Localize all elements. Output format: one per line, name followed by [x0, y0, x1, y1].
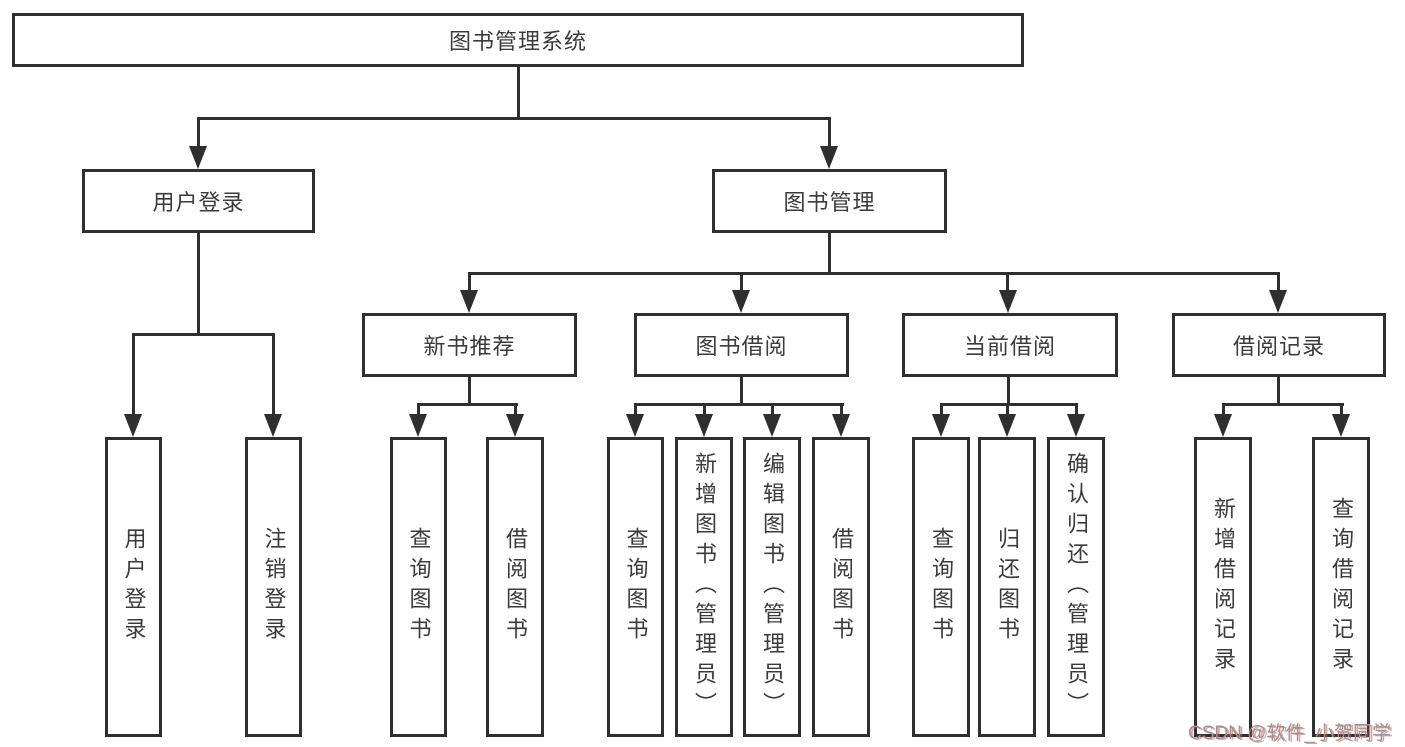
connector-line	[1007, 375, 1010, 405]
leaf-add-borrow-record: 新增借阅记录	[1194, 437, 1252, 737]
connector-line	[197, 117, 831, 120]
node-label: 用户登录	[121, 527, 147, 647]
leaf-query-books-borrowing: 查询图书	[607, 437, 664, 737]
leaf-edit-book-admin: 编辑图书（管理员）	[743, 437, 801, 737]
arrowhead-icon	[732, 290, 750, 313]
node-label: 用户登录	[152, 190, 245, 215]
connector-line	[634, 403, 637, 416]
node-new-book-recommendation: 新书推荐	[362, 313, 577, 377]
node-book-borrowing: 图书借阅	[634, 313, 849, 377]
arrowhead-icon	[264, 414, 282, 437]
node-label: 借阅图书	[829, 527, 854, 647]
connector-line	[1006, 272, 1009, 292]
node-label: 图书管理	[783, 190, 876, 215]
connector-line	[517, 65, 520, 119]
arrowhead-icon	[1067, 414, 1085, 437]
leaf-query-books-recommend: 查询图书	[390, 437, 447, 737]
connector-line	[740, 272, 743, 292]
arrowhead-icon	[506, 414, 524, 437]
node-label: 新增借阅记录	[1211, 497, 1236, 677]
arrowhead-icon	[932, 414, 950, 437]
node-label: 编辑图书（管理员）	[760, 452, 785, 722]
node-label: 借阅图书	[503, 527, 528, 647]
leaf-borrow-books-borrowing: 借阅图书	[812, 437, 870, 737]
leaf-add-book-admin: 新增图书（管理员）	[675, 437, 733, 737]
arrowhead-icon	[124, 414, 142, 437]
node-label: 归还图书	[995, 527, 1020, 647]
connector-line	[197, 117, 200, 148]
connector-line	[740, 375, 743, 405]
leaf-borrow-books-recommend: 借阅图书	[486, 437, 544, 737]
connector-line	[828, 117, 831, 148]
node-label: 借阅记录	[1232, 334, 1325, 359]
csdn-watermark: CSDN @软件_小贺同学	[1188, 723, 1391, 744]
connector-line	[272, 333, 275, 414]
arrowhead-icon	[695, 414, 713, 437]
node-current-borrowing: 当前借阅	[902, 313, 1118, 377]
leaf-confirm-return-admin: 确认归还（管理员）	[1047, 437, 1105, 737]
arrowhead-icon	[1332, 414, 1350, 437]
connector-line	[1340, 403, 1343, 416]
connector-line	[197, 231, 200, 336]
connector-line	[634, 403, 844, 406]
node-label: 查询图书	[406, 527, 432, 647]
arrowhead-icon	[1214, 414, 1232, 437]
node-label: 查询图书	[623, 527, 649, 647]
node-label: 当前借阅	[963, 334, 1056, 359]
arrowhead-icon	[626, 414, 644, 437]
connector-line	[1277, 375, 1280, 405]
node-label: 注销登录	[261, 527, 287, 647]
leaf-query-borrow-record: 查询借阅记录	[1312, 437, 1370, 737]
leaf-user-login: 用户登录	[105, 437, 162, 737]
connector-line	[1075, 403, 1078, 416]
node-user-login: 用户登录	[82, 169, 315, 233]
connector-line	[1277, 272, 1280, 292]
arrowhead-icon	[409, 414, 427, 437]
node-label: 图书管理系统	[448, 29, 587, 54]
arrowhead-icon	[999, 290, 1017, 313]
connector-line	[132, 333, 275, 336]
node-label: 图书借阅	[695, 334, 788, 359]
connector-line	[132, 333, 135, 414]
connector-line	[1006, 403, 1009, 416]
connector-line	[468, 272, 471, 292]
node-library-management-system: 图书管理系统	[12, 13, 1024, 67]
leaf-return-book: 归还图书	[978, 437, 1036, 737]
arrowhead-icon	[832, 414, 850, 437]
node-label: 新书推荐	[423, 334, 516, 359]
connector-line	[468, 375, 471, 405]
node-label: 查询借阅记录	[1329, 497, 1354, 677]
connector-line	[1222, 403, 1344, 406]
arrowhead-icon	[460, 290, 478, 313]
arrowhead-icon	[1269, 290, 1287, 313]
connector-line	[771, 403, 774, 416]
leaf-logout: 注销登录	[245, 437, 302, 737]
node-label: 新增图书（管理员）	[692, 452, 717, 722]
arrowhead-icon	[763, 414, 781, 437]
connector-line	[1222, 403, 1225, 416]
node-book-management: 图书管理	[712, 169, 947, 233]
node-label: 确认归还（管理员）	[1064, 452, 1089, 722]
connector-line	[417, 403, 420, 416]
arrowhead-icon	[998, 414, 1016, 437]
connector-line	[514, 403, 517, 416]
connector-line	[468, 272, 1280, 275]
connector-line	[417, 403, 518, 406]
connector-line	[840, 403, 843, 416]
node-borrowing-records: 借阅记录	[1172, 313, 1386, 377]
node-label: 查询图书	[929, 527, 954, 647]
connector-line	[940, 403, 943, 416]
leaf-query-books-current: 查询图书	[912, 437, 970, 737]
arrowhead-icon	[189, 146, 207, 169]
connector-line	[940, 403, 1078, 406]
arrowhead-icon	[820, 146, 838, 169]
connector-line	[828, 231, 831, 275]
connector-line	[703, 403, 706, 416]
